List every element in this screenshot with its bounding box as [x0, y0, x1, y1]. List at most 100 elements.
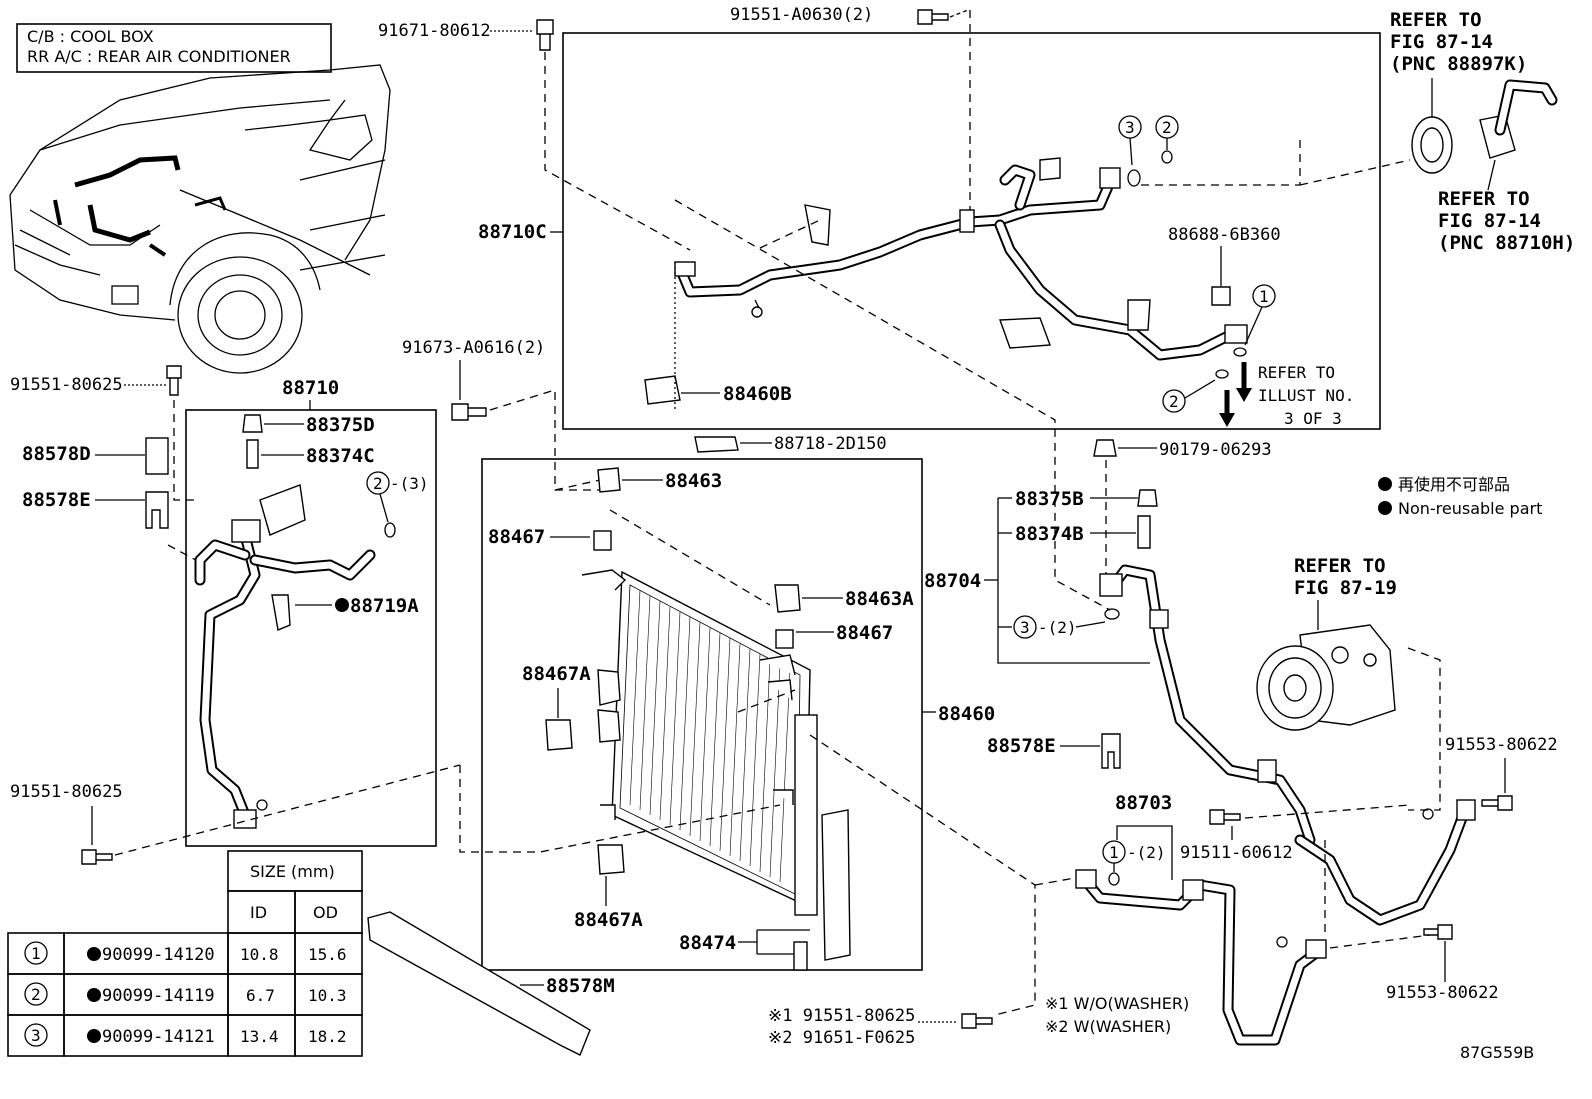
- part-number-91673-a0616: 91673-A0616(2): [402, 338, 545, 358]
- label-91673-a0616: 91673-A0616(2): [402, 338, 600, 491]
- abbreviation-legend: C/B : COOL BOX RR A/C : REAR AIR CONDITI…: [16, 23, 332, 73]
- label-91551-a0630: 91551-A0630(2): [730, 5, 969, 25]
- part-number-88463a: 88463A: [845, 588, 914, 610]
- svg-text:3: 3: [1125, 118, 1135, 137]
- compressor: [1256, 624, 1396, 731]
- callout-3-top: 3: [1118, 115, 1142, 187]
- label-88467a-bot: 88467A: [574, 844, 643, 931]
- label-91551-80625-top: 91551-80625: [10, 365, 200, 501]
- label-88467-mid: 88467: [775, 622, 893, 649]
- label-88463: 88463: [597, 467, 722, 493]
- part-number-88460: 88460: [938, 703, 995, 725]
- part-number-88474: 88474: [679, 932, 736, 954]
- part-number-88375b: 88375B: [1015, 488, 1084, 510]
- part-number-88578e-right: 88578E: [987, 735, 1056, 757]
- part-number-91671-80612: 91671-80612: [378, 21, 491, 41]
- group-88460-box: [481, 458, 923, 971]
- part-number-88578d: 88578D: [22, 443, 91, 465]
- bolt-notes: ※1 91551-80625 ※2 91651-F0625 ※1 W/O(WAS…: [768, 994, 1189, 1048]
- label-88710c: 88710C: [478, 221, 563, 243]
- vehicle-illustration: [9, 64, 391, 374]
- refer-88897k-seal: [1411, 116, 1453, 174]
- svg-text:13.4: 13.4: [240, 1027, 279, 1046]
- label-91671-80612: 91671-80612: [378, 19, 554, 51]
- discharge-hose-88704: [1099, 564, 1316, 846]
- part-number-91511-60612: 91511-60612: [1180, 843, 1293, 863]
- callout-2-mid: 2: [1162, 369, 1229, 413]
- part-number-88467-top: 88467: [488, 526, 545, 548]
- liquid-pipe-88703: [1075, 799, 1476, 1046]
- label-91553-80622-top: 91553-80622: [1445, 735, 1558, 811]
- label-88463a: 88463A: [774, 584, 914, 613]
- part-number-88710: 88710: [282, 377, 339, 399]
- label-88375d: 88375D: [242, 414, 375, 436]
- part-number-90179-06293: 90179-06293: [1159, 440, 1272, 460]
- label-88718-2d150: 88718-2D150: [694, 434, 887, 454]
- svg-text:-(2): -(2): [1127, 843, 1166, 862]
- condenser-88460: [581, 569, 818, 916]
- svg-text:2: 2: [1169, 392, 1179, 411]
- svg-text:2: 2: [31, 985, 41, 1004]
- svg-text:18.2: 18.2: [308, 1027, 347, 1046]
- label-88578d: 88578D: [22, 437, 169, 475]
- label-88460: 88460: [922, 703, 995, 725]
- part-number-88460b: 88460B: [723, 383, 792, 405]
- refer-note-illust-3: REFER TO ILLUST NO. 3 OF 3: [1219, 362, 1354, 428]
- part-number-88467a-top: 88467A: [522, 663, 591, 685]
- col-id: ID: [250, 903, 267, 922]
- label-88374b: 88374B: [1015, 515, 1151, 549]
- svg-text:REFER TO: REFER TO: [1390, 9, 1482, 31]
- label-88460b: 88460B: [681, 383, 792, 405]
- label-90179-06293: 90179-06293: [1093, 439, 1272, 580]
- callout-2-left: 2 -(3): [366, 471, 429, 538]
- note-1: ※1 91551-80625: [768, 1006, 915, 1026]
- label-88719a: 88719A: [271, 594, 419, 631]
- part-number-91553-80622-top: 91553-80622: [1445, 735, 1558, 755]
- part-number-88467-mid: 88467: [836, 622, 893, 644]
- part-number-88374b: 88374B: [1015, 523, 1084, 545]
- label-88578m: 88578M: [367, 911, 615, 1056]
- svg-text:3 OF 3: 3 OF 3: [1284, 409, 1342, 428]
- note-2: ※2 91651-F0625: [768, 1028, 915, 1048]
- label-88474: 88474: [679, 809, 851, 971]
- svg-text:3: 3: [1020, 618, 1030, 637]
- refer-note-88897k: REFER TO FIG 87-14 (PNC 88897K): [1390, 9, 1527, 125]
- part-number-88703: 88703: [1115, 792, 1172, 814]
- svg-text:-(3): -(3): [390, 474, 429, 493]
- svg-text:15.6: 15.6: [308, 945, 347, 964]
- svg-text:REFER TO: REFER TO: [1258, 363, 1335, 382]
- group-88704: [984, 497, 1150, 664]
- part-number-91551-80625-bot: 91551-80625: [10, 782, 123, 802]
- callout-2-top: 2: [1155, 115, 1179, 164]
- table-part-3: 90099-14121: [102, 1027, 215, 1047]
- svg-text:6.7: 6.7: [246, 986, 275, 1005]
- callout-1-top: 1: [1233, 284, 1276, 357]
- label-91511-60612: 91511-60612: [1180, 804, 1411, 863]
- legend-en: Non-reusable part: [1398, 499, 1542, 518]
- part-number-88578e-left: 88578E: [22, 489, 91, 511]
- callout-1-right: 1 -(2): [1102, 840, 1166, 886]
- label-refer-87-19: REFER TO FIG 87-19: [1294, 555, 1397, 630]
- label-91553-80622-bot: 91553-80622: [1386, 924, 1499, 1003]
- table-part-2: 90099-14119: [102, 986, 215, 1006]
- legend-line-2: RR A/C : REAR AIR CONDITIONER: [27, 47, 291, 66]
- group-88710-box: [185, 409, 437, 847]
- svg-text:(PNC 88710H): (PNC 88710H): [1438, 232, 1575, 254]
- label-88688-6b360: 88688-6B360: [1168, 225, 1281, 286]
- label-88467a-top: 88467A: [522, 663, 591, 751]
- part-number-88375d: 88375D: [306, 414, 375, 436]
- part-number-88719a: 88719A: [350, 595, 419, 617]
- label-88704: 88704: [924, 570, 981, 592]
- note-w-washer: ※2 W(WASHER): [1045, 1017, 1171, 1036]
- part-number-91551-a0630: 91551-A0630(2): [730, 5, 873, 25]
- svg-text:1: 1: [31, 944, 41, 963]
- label-88703: 88703: [1115, 792, 1173, 880]
- svg-text:2: 2: [373, 474, 383, 493]
- part-number-88704: 88704: [924, 570, 981, 592]
- label-88374c: 88374C: [246, 439, 375, 469]
- label-88467-top: 88467: [488, 526, 612, 551]
- suction-hose-88710c: [644, 157, 1248, 410]
- svg-text:2: 2: [1162, 118, 1172, 137]
- svg-text:10.3: 10.3: [308, 986, 347, 1005]
- callout-3-right: 3 -(2): [1013, 608, 1120, 639]
